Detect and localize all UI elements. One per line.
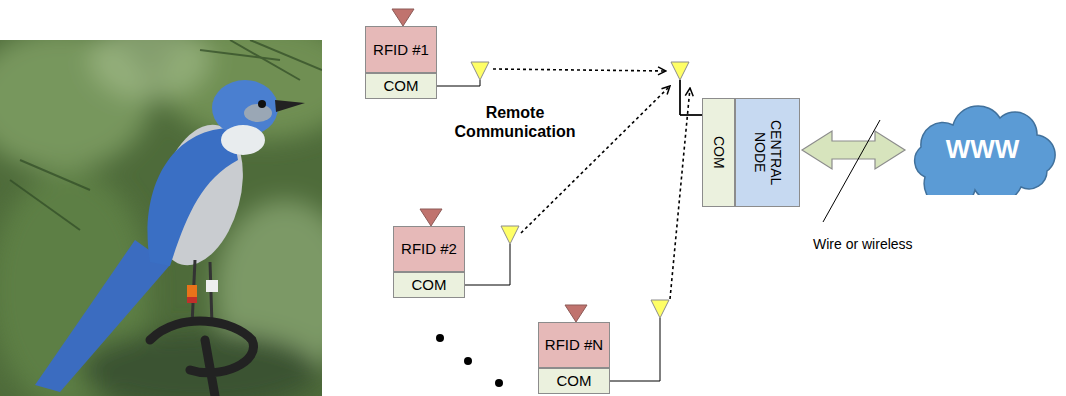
node-text: COM <box>557 372 592 389</box>
needle <box>20 160 90 190</box>
annotation-label: Remote Communication <box>452 103 578 141</box>
rfid-antenna <box>420 209 442 226</box>
ellipsis-dot <box>436 334 444 342</box>
annotation-label: Wire or wireless <box>813 236 953 253</box>
connector <box>802 131 905 169</box>
com-module-box: COM <box>702 98 735 207</box>
needle <box>10 180 80 230</box>
antenna-wire <box>465 244 510 285</box>
bird-face <box>244 104 272 122</box>
antenna-wire <box>680 80 702 115</box>
antenna-wire <box>437 80 480 86</box>
foliage-blur <box>0 40 322 396</box>
perch <box>150 321 254 396</box>
double-block-arrow <box>802 131 905 169</box>
com-module-box: COM <box>538 368 610 394</box>
radio-link-arrow <box>493 69 666 71</box>
node-text: WWW <box>946 135 1020 165</box>
leg-band <box>206 280 218 292</box>
bird-wing <box>148 128 238 266</box>
bird-photo <box>0 40 322 396</box>
radio-antenna <box>651 300 669 318</box>
node-text: COM <box>384 77 419 94</box>
rfid-reader-box: RFID #2 <box>393 226 465 272</box>
rfid-reader-box: RFID #N <box>538 322 610 368</box>
ellipsis-dot <box>495 379 503 387</box>
ellipsis-dot <box>464 357 472 365</box>
rfid-antenna <box>392 9 414 26</box>
node-text: CENTRAL NODE <box>751 111 783 195</box>
node-text: RFID #1 <box>373 41 429 58</box>
cut-line <box>823 120 880 222</box>
com-module-box: COM <box>393 272 465 298</box>
radio-antenna <box>671 62 689 80</box>
node-text: RFID #2 <box>401 240 457 257</box>
node-text: RFID #N <box>545 336 603 353</box>
bird-throat <box>221 125 265 155</box>
node-text: COM <box>412 276 447 293</box>
bird-tail <box>35 240 170 392</box>
radio-link-arrow <box>670 88 690 299</box>
bird-beak <box>275 100 305 112</box>
bird-leg <box>210 262 212 325</box>
internet-cloud: WWW <box>905 105 1060 195</box>
com-module-box: COM <box>365 73 437 99</box>
needle <box>200 50 280 60</box>
connector <box>437 69 702 115</box>
node-text: COM <box>710 108 726 198</box>
rfid-antenna <box>565 305 587 322</box>
leg-band <box>187 285 197 297</box>
leg-band <box>187 297 197 303</box>
rfid-reader-box: RFID #1 <box>365 26 437 73</box>
antenna-wire <box>680 80 702 115</box>
bird-eye <box>258 100 266 108</box>
connector <box>610 80 702 381</box>
foliage <box>80 330 320 396</box>
radio-antenna <box>471 62 489 80</box>
foliage <box>90 40 210 100</box>
cloud-outline <box>915 106 1055 195</box>
antenna-wire <box>680 80 702 115</box>
radio-antenna <box>501 226 519 244</box>
needle <box>250 40 322 70</box>
central-node-box: CENTRAL NODE <box>735 98 800 207</box>
antenna-wire <box>610 318 660 381</box>
